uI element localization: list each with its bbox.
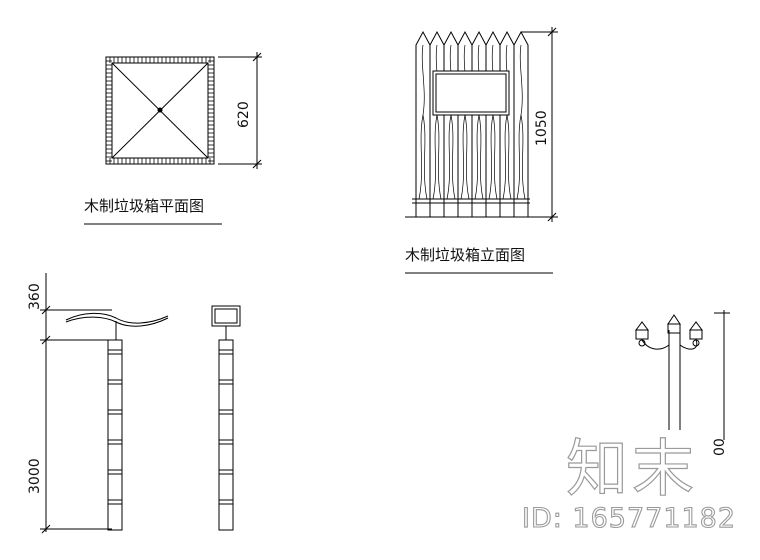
elevation-height-dimension: 1050 xyxy=(534,110,550,146)
watermark-brand: 知末 xyxy=(565,431,699,505)
watermark-id: ID: 165771182 xyxy=(521,502,737,534)
bin-plan-view xyxy=(105,56,215,165)
box-light-fixture xyxy=(211,305,241,531)
light-pole-dimension: 3000 xyxy=(27,458,43,494)
light-top-dimension: 360 xyxy=(27,283,43,310)
light-dimension-line xyxy=(40,273,112,534)
wave-light-fixture xyxy=(65,312,169,531)
street-lamp xyxy=(635,310,730,440)
plan-view-title: 木制垃圾箱平面图 xyxy=(84,197,205,215)
bin-elevation-view xyxy=(405,30,533,218)
plan-dimension-line xyxy=(218,52,262,169)
lamp-partial-dimension: 00 xyxy=(712,438,728,456)
elevation-dimension-line xyxy=(521,27,558,222)
plan-width-dimension: 620 xyxy=(236,101,252,128)
elevation-view-title: 木制垃圾箱立面图 xyxy=(405,246,526,264)
